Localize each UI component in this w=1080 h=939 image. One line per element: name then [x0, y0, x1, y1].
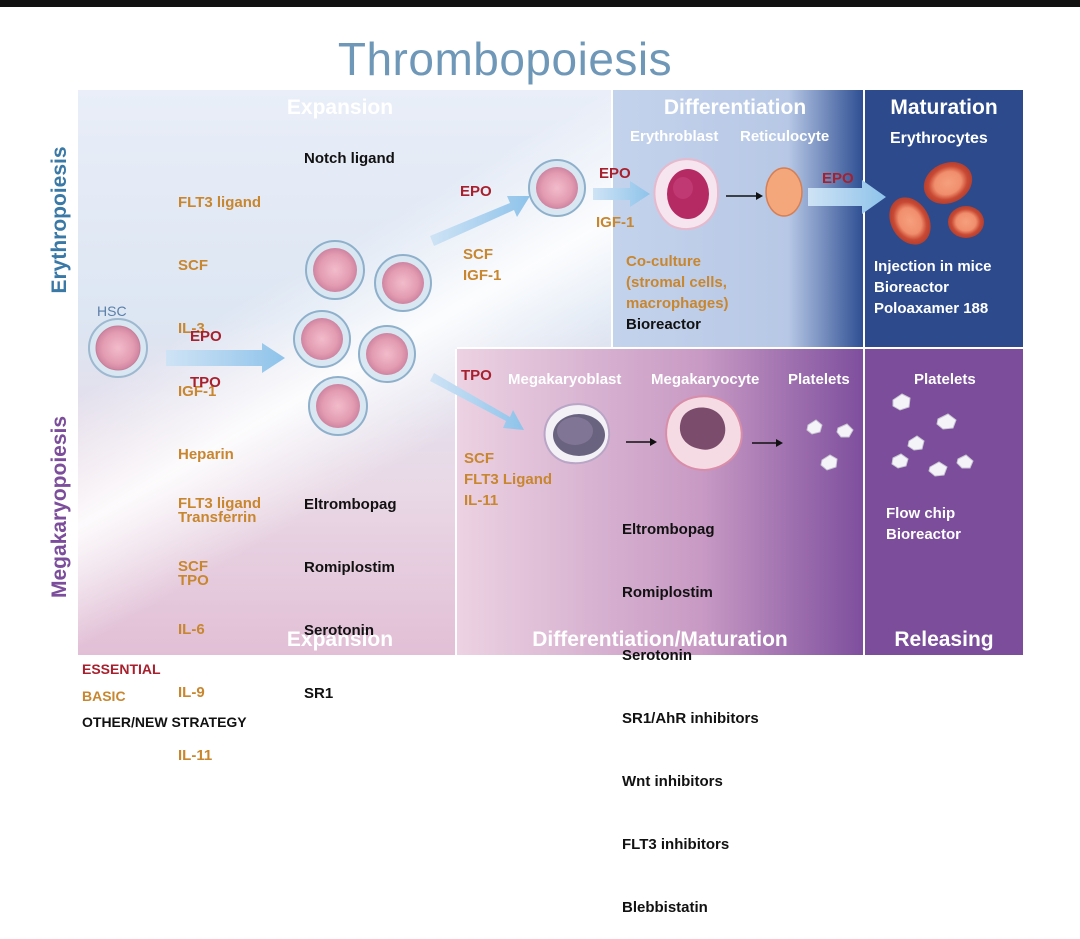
diff-epo: EPO	[599, 165, 631, 182]
factor: Heparin	[178, 446, 234, 463]
diff-igf: IGF-1	[596, 214, 635, 231]
factor: IL-11	[178, 747, 213, 764]
factor: Serotonin	[622, 647, 692, 664]
header-differentiation: Differentiation	[663, 96, 807, 119]
ery-arrow-scf: SCF IGF-1	[463, 246, 502, 284]
megakaryopoiesis-label: Megakaryopoiesis	[48, 415, 71, 599]
header-diff-maturation: Differentiation/Maturation	[532, 628, 788, 651]
divider	[455, 349, 457, 655]
factor: Transferrin	[178, 509, 257, 526]
divider	[457, 347, 1023, 349]
mat-epo: EPO	[822, 170, 854, 187]
factor: SCF	[178, 558, 208, 575]
divider	[863, 90, 865, 655]
ery-basic-list: FLT3 ligand SCF IL-3 IGF-1 Heparin Trans…	[178, 150, 261, 612]
hsc-tpo: TPO	[190, 374, 221, 391]
factor: Romiplostim	[304, 559, 395, 576]
factor: IL-9	[178, 684, 205, 701]
release-methods: Flow chip Bioreactor	[886, 505, 962, 543]
releasing-panel	[865, 349, 1023, 655]
mk-basic-list: FLT3 ligand SCF IL-6 IL-9 IL-11	[178, 451, 261, 787]
hsc-epo: EPO	[190, 328, 222, 345]
legend-essential: ESSENTIAL	[82, 661, 161, 677]
factor: FLT3 ligand	[178, 495, 262, 512]
mat-methods: Injection in mice Bioreactor Poloaxamer …	[874, 258, 992, 317]
factor: Wnt inhibitors	[622, 773, 723, 790]
mk-other2-list: Eltrombopag Romiplostim Serotonin SR1/Ah…	[622, 477, 759, 939]
factor: SCF	[178, 257, 208, 274]
megakaryocyte-label: Megakaryocyte	[651, 371, 760, 388]
ery-arrow-epo: EPO	[460, 183, 492, 200]
factor: IL-6	[178, 621, 205, 638]
mk-differentiation-panel	[457, 349, 863, 655]
mk-other-list: Eltrombopag Romiplostim Serotonin SR1	[304, 452, 397, 725]
factor: Romiplostim	[622, 584, 713, 601]
factor: IGF-1	[178, 383, 217, 400]
header-expansion-top: Expansion	[286, 96, 394, 119]
factor: Eltrombopag	[622, 521, 715, 538]
ery-other: Notch ligand	[304, 150, 395, 167]
factor: IL-3	[178, 320, 205, 337]
bioreactor: Bioreactor	[626, 316, 702, 333]
factor: TPO	[178, 572, 209, 589]
factor: Blebbistatin	[622, 899, 708, 916]
legend-basic: BASIC	[82, 688, 126, 704]
mk-arrow-tpo: TPO	[461, 367, 492, 384]
factor: SR1	[304, 685, 334, 702]
factor: Serotonin	[304, 622, 374, 639]
header-expansion-bottom: Expansion	[286, 628, 394, 651]
factor: SR1/AhR inhibitors	[622, 710, 759, 727]
factor: FLT3 inhibitors	[622, 836, 730, 853]
coculture: Co-culture (stromal cells, macrophages)	[626, 253, 729, 312]
divider	[611, 90, 613, 347]
header-releasing: Releasing	[894, 628, 994, 651]
diagram-title: Thrombopoiesis	[337, 33, 673, 85]
header-maturation: Maturation	[890, 96, 998, 119]
erythropoiesis-label: Erythropoiesis	[48, 146, 71, 294]
hsc-label: HSC	[97, 303, 127, 319]
factor: Eltrombopag	[304, 496, 397, 513]
legend-other: OTHER/NEW STRATEGY	[82, 714, 247, 730]
mk-basic2: SCF FLT3 Ligand IL-11	[464, 450, 553, 509]
platelets-label: Platelets	[788, 371, 850, 388]
erythroblast-label: Erythroblast	[630, 128, 719, 145]
platelets-release-label: Platelets	[914, 371, 976, 388]
factor: FLT3 ligand	[178, 194, 262, 211]
megakaryoblast-label: Megakaryoblast	[508, 371, 622, 388]
reticulocyte-label: Reticulocyte	[740, 128, 830, 145]
top-bar	[0, 0, 1080, 7]
erythrocytes-label: Erythrocytes	[890, 130, 988, 147]
